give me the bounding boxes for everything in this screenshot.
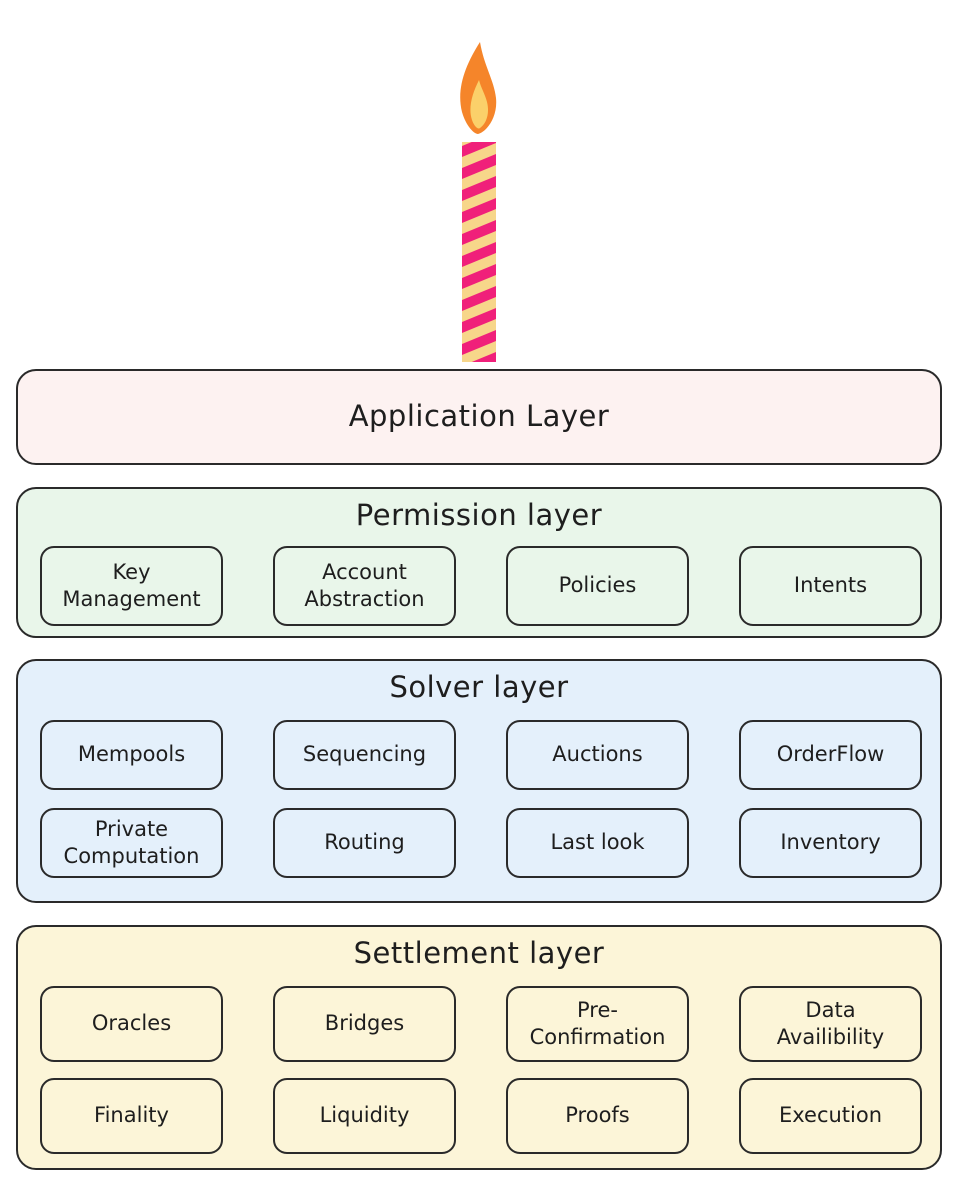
permission-item: Policies bbox=[506, 546, 689, 626]
solver-layer-title: Solver layer bbox=[389, 670, 569, 704]
application-layer: Application Layer bbox=[16, 369, 942, 465]
candle-stripe bbox=[462, 330, 496, 355]
solver-item: Sequencing bbox=[273, 720, 456, 790]
permission-item: Account Abstraction bbox=[273, 546, 456, 626]
solver-items: Mempools Sequencing Auctions OrderFlow P… bbox=[40, 720, 922, 878]
candle-stripe bbox=[462, 264, 496, 289]
settlement-item: Pre- Confirmation bbox=[506, 986, 689, 1062]
settlement-layer-title: Settlement layer bbox=[353, 936, 605, 970]
solver-item: Last look bbox=[506, 808, 689, 878]
solver-item: Auctions bbox=[506, 720, 689, 790]
candle-stripe bbox=[462, 142, 496, 157]
settlement-item: Liquidity bbox=[273, 1078, 456, 1154]
solver-item: Inventory bbox=[739, 808, 922, 878]
settlement-item: Execution bbox=[739, 1078, 922, 1154]
candle-stripe bbox=[462, 176, 496, 201]
settlement-item: Oracles bbox=[40, 986, 223, 1062]
candle-icon bbox=[460, 42, 497, 362]
solver-item: Private Computation bbox=[40, 808, 223, 878]
settlement-layer: Settlement layer Oracles Bridges Pre- Co… bbox=[16, 925, 942, 1170]
permission-items: Key Management Account Abstraction Polic… bbox=[40, 546, 922, 626]
candle-stripe bbox=[462, 198, 496, 223]
settlement-item: Bridges bbox=[273, 986, 456, 1062]
candle-stripe bbox=[462, 242, 496, 267]
solver-item: Mempools bbox=[40, 720, 223, 790]
permission-layer-title: Permission layer bbox=[355, 498, 603, 532]
candle-stripe bbox=[462, 154, 496, 179]
solver-layer: Solver layer Mempools Sequencing Auction… bbox=[16, 659, 942, 903]
candle-stripe bbox=[471, 352, 496, 362]
application-layer-title: Application Layer bbox=[348, 399, 610, 433]
settlement-item: Proofs bbox=[506, 1078, 689, 1154]
candle-stripe bbox=[462, 220, 496, 245]
candle-stripe bbox=[462, 286, 496, 311]
settlement-items: Oracles Bridges Pre- Confirmation Data A… bbox=[40, 986, 922, 1154]
solver-item: OrderFlow bbox=[739, 720, 922, 790]
flame-icon bbox=[460, 42, 497, 134]
candle-stick bbox=[462, 142, 496, 362]
permission-item: Key Management bbox=[40, 546, 223, 626]
solver-item: Routing bbox=[273, 808, 456, 878]
candle-stripe bbox=[462, 308, 496, 333]
permission-item: Intents bbox=[739, 546, 922, 626]
permission-layer: Permission layer Key Management Account … bbox=[16, 487, 942, 638]
settlement-item: Data Availibility bbox=[739, 986, 922, 1062]
settlement-item: Finality bbox=[40, 1078, 223, 1154]
